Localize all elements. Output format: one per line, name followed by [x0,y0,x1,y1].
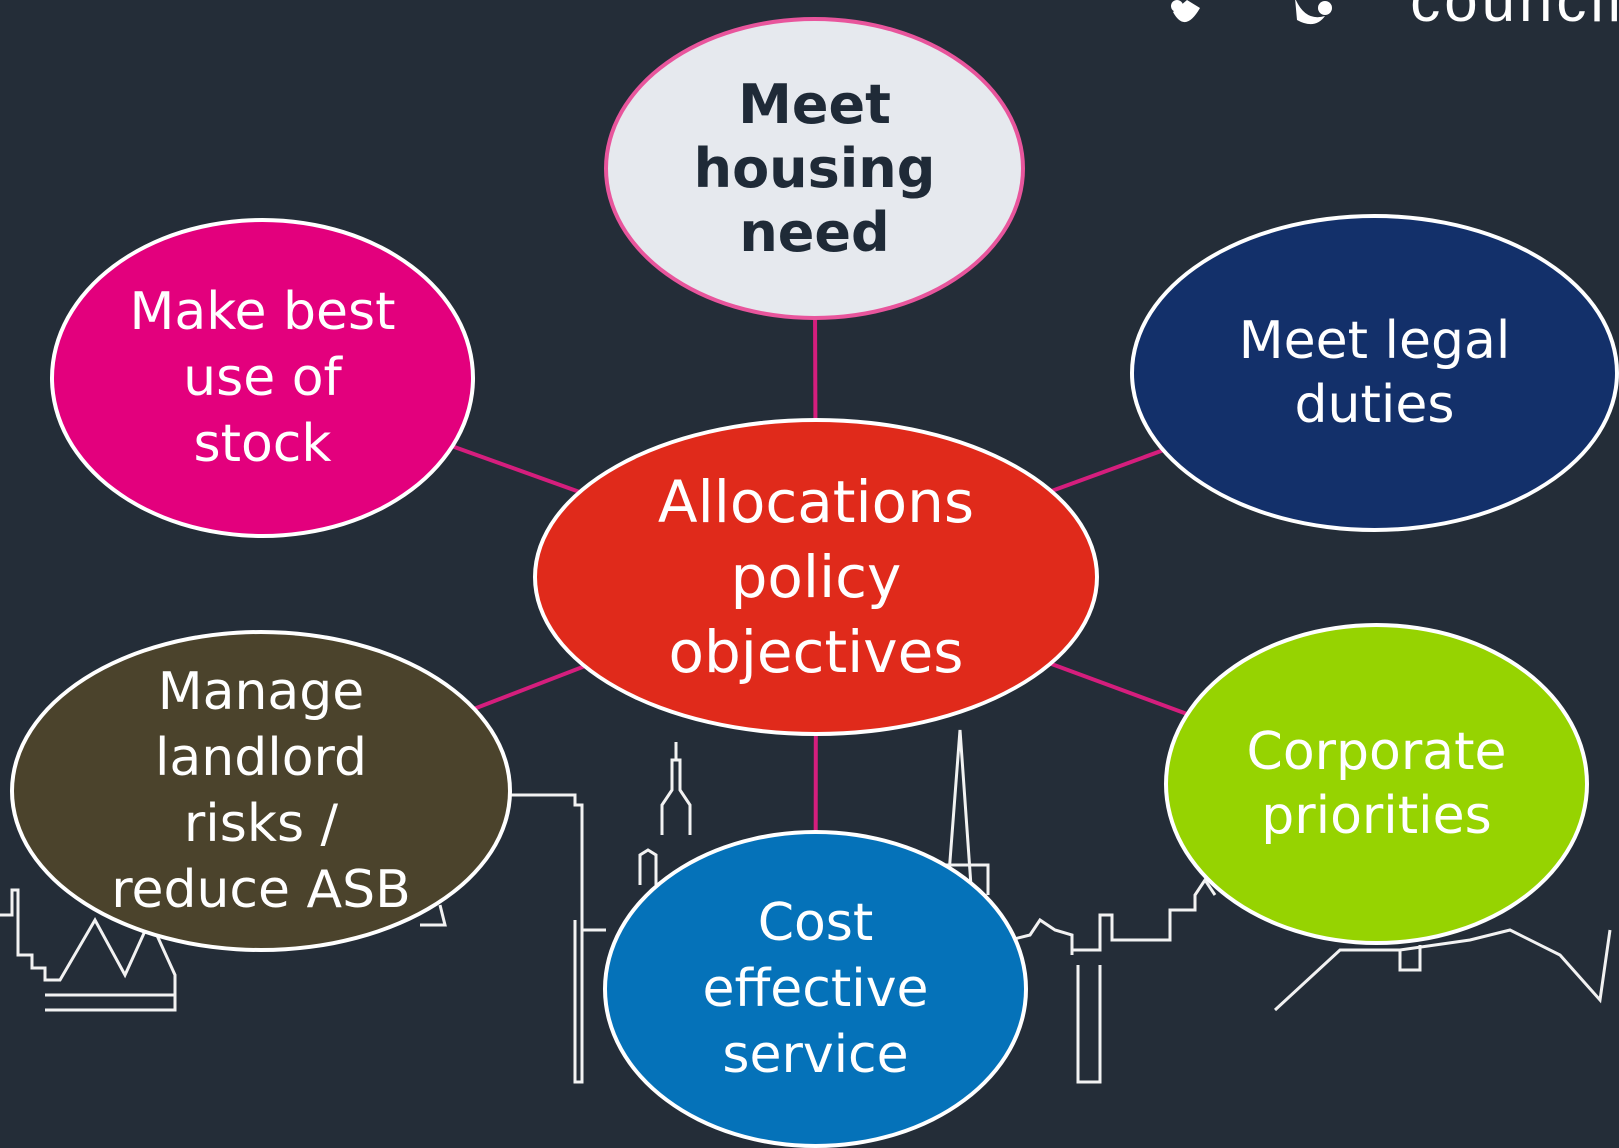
node-allocations-policy-objectives: Allocations policy objectives [533,418,1099,736]
node-label: Cost effective service [702,893,929,1085]
logo-mark-icon [1171,0,1332,25]
node-cost-effective-service: Cost effective service [603,830,1028,1148]
node-meet-housing-need: Meet housing need [604,17,1025,320]
node-corporate-priorities: Corporate priorities [1164,623,1589,945]
node-label: Meet housing need [693,72,936,264]
logo-text: council [1410,0,1619,34]
node-label: Make best use of stock [129,282,396,474]
node-manage-landlord-risks: Manage landlord risks / reduce ASB [10,630,512,952]
node-make-best-use-of-stock: Make best use of stock [50,218,475,538]
node-label: Meet legal duties [1238,311,1511,435]
node-label: Manage landlord risks / reduce ASB [111,662,411,920]
node-label: Allocations policy objectives [657,467,975,686]
node-meet-legal-duties: Meet legal duties [1130,214,1619,532]
node-label: Corporate priorities [1246,722,1507,846]
